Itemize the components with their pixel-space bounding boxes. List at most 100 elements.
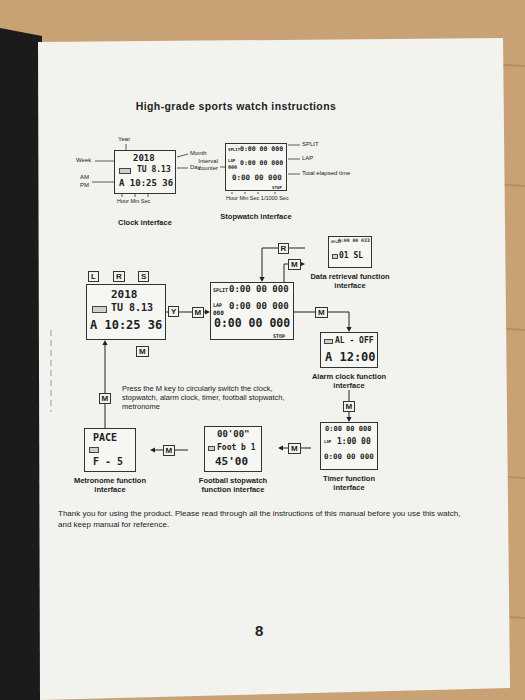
lcd-digits: 0:00 00 000: [229, 285, 289, 294]
button-letter: M: [315, 307, 328, 318]
interface-caption: Stopwatch interface: [211, 212, 301, 221]
lcd-digits: AL - OFF: [335, 337, 374, 345]
lcd-digits: 45'00: [215, 456, 248, 467]
lcd-digits: 0:00 00 000: [214, 318, 290, 330]
lcd-screen: AL - OFFA 12:00: [320, 332, 378, 368]
leader-line: [177, 154, 188, 157]
watch-screen-node: PACEF - 5 Metronome function interface: [70, 428, 150, 494]
lcd-digits: TU 8.13: [137, 166, 171, 174]
interface-caption: Data retrieval function interface: [305, 272, 395, 290]
lcd-digits: 0:00 00 000: [240, 160, 283, 167]
leader-line: [148, 194, 149, 197]
lcd-digits: TU 8.13: [111, 303, 153, 313]
button-letter: R: [113, 271, 125, 282]
interface-caption: Metronome function interface: [70, 476, 150, 494]
lcd-digits: STOP: [273, 334, 285, 339]
button-letter: M: [136, 346, 149, 357]
callout-label: LAP: [302, 155, 313, 162]
lcd-digits: 0:00 00 000: [232, 174, 282, 182]
lcd-digits: 2018: [133, 154, 155, 163]
leader-line: [258, 192, 259, 194]
lcd-digits: SPLIT: [213, 288, 228, 293]
callout-label: Week: [76, 157, 91, 164]
callout-label: Hour Min Sec 1/1000 Sec: [226, 195, 289, 202]
button-letter: M: [288, 443, 301, 454]
watch-screen-node: 2018 TU 8.13 A 10:25 36 Clock interface: [105, 150, 185, 227]
interface-caption: Clock interface: [105, 218, 185, 227]
leader-line: [122, 194, 123, 197]
lcd-digits: 2018: [111, 289, 138, 300]
page-title: High-grade sports watch instructions: [96, 100, 376, 112]
interface-caption: Timer function interface: [311, 474, 387, 492]
button-letter: M: [192, 307, 205, 318]
callout-label: Interval counter: [184, 158, 218, 172]
watch-screen-node: SPLIT0:00 00 03301 SL Data retrieval func…: [305, 236, 395, 290]
lcd-digits: 0:00 00 000: [240, 146, 283, 153]
lcd-screen: SPLIT0:00 00 03301 SL: [328, 236, 372, 268]
lcd-digits: 0:00 00 000: [325, 426, 371, 433]
callout-label: PM: [80, 182, 89, 189]
lcd-indicator-bar: [332, 254, 338, 259]
interface-caption: Alarm clock function interface: [311, 372, 387, 390]
lcd-screen: 2018TU 8.13A 10:25 36: [86, 284, 166, 340]
callout-label: Month: [190, 150, 207, 157]
lcd-indicator-bar: [89, 447, 99, 453]
footer-note: Thank you for using the product. Please …: [58, 508, 468, 530]
lcd-digits: LAP: [228, 159, 235, 163]
button-letter: Y: [168, 306, 179, 317]
callout-label: AM: [80, 174, 89, 181]
watch-screen-node: AL - OFFA 12:00Alarm clock function inte…: [311, 332, 387, 390]
lcd-digits: 000: [228, 165, 237, 170]
lcd-digits: LAP: [213, 303, 222, 308]
button-letter: R: [278, 243, 290, 254]
leader-line: [288, 174, 300, 175]
lcd-digits: A 10:25 36: [119, 179, 173, 188]
watch-screen-node: SPLIT0:00 00 000LAP0000:00 00 0000:00 00…: [211, 143, 301, 221]
leader-line: [92, 182, 114, 183]
interface-caption: Football stopwatch function interface: [188, 476, 278, 494]
manual-page: [38, 38, 510, 700]
leader-line: [288, 159, 300, 160]
lcd-screen: SPLIT0:00 00 000LAP0000:00 00 0000:00 00…: [210, 282, 294, 340]
leader-lines: [92, 144, 300, 197]
lcd-indicator-bar: [208, 446, 215, 451]
button-letter: L: [88, 271, 99, 282]
callout-label: Total elapsed time: [302, 170, 350, 177]
lcd-digits: 0:00 00 000: [229, 302, 289, 311]
stitching: [51, 330, 52, 412]
button-letter: M: [163, 445, 176, 456]
lcd-digits: 000: [213, 310, 224, 316]
lcd-digits: STOP: [272, 186, 282, 190]
callout-label: Hour Min Sec: [117, 198, 150, 205]
callout-label: SPLIT: [302, 141, 319, 148]
leader-line: [232, 192, 233, 194]
button-letter: M: [99, 393, 112, 404]
button-letter: M: [288, 259, 301, 270]
lcd-screen: PACEF - 5: [84, 428, 136, 472]
mode-arrow: [102, 340, 107, 428]
lcd-screen: 0:00 00 000LAP1:00 000:00 00 000: [320, 422, 378, 470]
lcd-digits: LAP: [324, 440, 331, 444]
leader-line: [275, 192, 276, 194]
lcd-screen: 2018 TU 8.13 A 10:25 36: [114, 150, 176, 194]
leader-line: [245, 192, 246, 194]
button-letter: S: [138, 271, 149, 282]
lcd-indicator-bar: [92, 306, 107, 313]
lcd-digits: PACE: [93, 433, 117, 443]
lcd-indicator-bar: [324, 339, 333, 344]
leader-line: [177, 168, 188, 169]
page-number: 8: [255, 622, 263, 640]
lcd-screen: SPLIT0:00 00 000LAP0000:00 00 0000:00 00…: [225, 143, 287, 191]
lcd-digits: SPLIT: [228, 148, 240, 152]
button-letter: M: [343, 401, 356, 412]
leader-line: [95, 161, 114, 162]
callout-label: Press the M key to circularly switch the…: [122, 384, 302, 411]
watch-screen-node: 00'00"Foot b 145'00Football stopwatch fu…: [188, 426, 278, 494]
lcd-digits: 1:00 00: [337, 438, 371, 446]
watch-screen-node: 2018TU 8.13A 10:25 36: [86, 284, 166, 340]
lcd-digits: Foot b 1: [217, 444, 256, 452]
lcd-digits: 0:00 00 000: [324, 453, 374, 461]
